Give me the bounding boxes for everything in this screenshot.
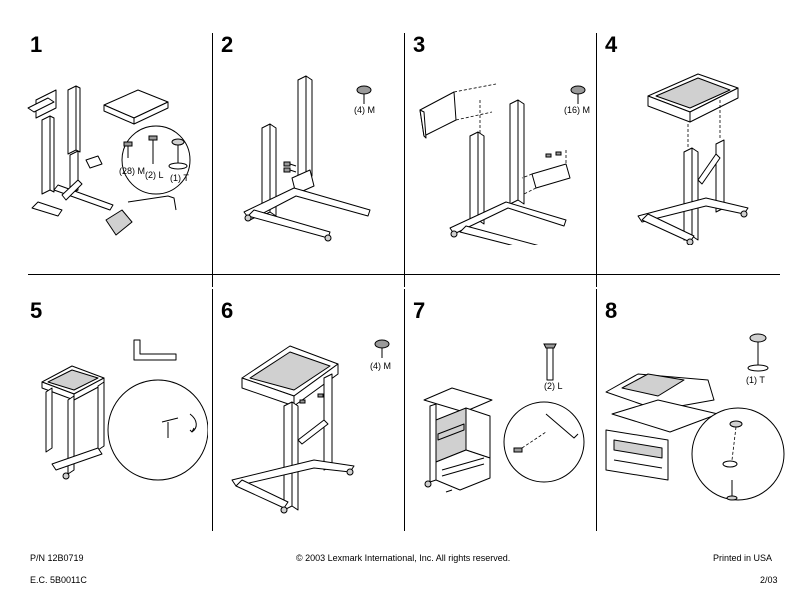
- printed-in: Printed in USA: [713, 553, 773, 563]
- step-6-illustration: [214, 330, 402, 525]
- step-4-illustration: [598, 60, 786, 245]
- part-number: P/N 12B0719: [30, 553, 84, 563]
- step-8-illustration: [598, 330, 788, 525]
- step-1-illustration: [18, 60, 208, 245]
- divider-v-3: [596, 33, 597, 287]
- divider-v-4: [212, 289, 213, 531]
- step-1-caption-t: (1) T: [170, 173, 189, 183]
- step-2-caption-m: (4) M: [354, 105, 375, 115]
- copyright: © 2003 Lexmark International, Inc. All r…: [296, 553, 511, 563]
- step-3-illustration: [406, 60, 594, 245]
- step-1-caption-l: (2) L: [145, 170, 164, 180]
- step-6-caption-m: (4) M: [370, 361, 391, 371]
- divider-v-6: [596, 289, 597, 531]
- divider-v-5: [404, 289, 405, 531]
- step-1-caption-m: (28) M: [119, 166, 146, 176]
- step-5-number: 5: [30, 298, 43, 323]
- step-8-caption-t: (1) T: [746, 375, 765, 385]
- step-7-illustration: [406, 330, 594, 525]
- step-7-number: 7: [413, 298, 426, 323]
- step-3-number: 3: [413, 32, 426, 57]
- print-date: 2/03: [760, 575, 778, 585]
- step-7-caption-l: (2) L: [544, 381, 563, 391]
- step-6-number: 6: [221, 298, 234, 323]
- step-2-illustration: [214, 60, 402, 245]
- step-4-number: 4: [605, 32, 618, 57]
- divider-v-1: [212, 33, 213, 287]
- ec-number: E.C. 5B0011C: [30, 575, 87, 585]
- step-1-number: 1: [30, 32, 43, 57]
- divider-h: [28, 274, 780, 275]
- divider-v-2: [404, 33, 405, 287]
- step-5-illustration: [18, 330, 208, 525]
- step-3-caption-m: (16) M: [564, 105, 591, 115]
- step-8-number: 8: [605, 298, 618, 323]
- step-2-number: 2: [221, 32, 234, 57]
